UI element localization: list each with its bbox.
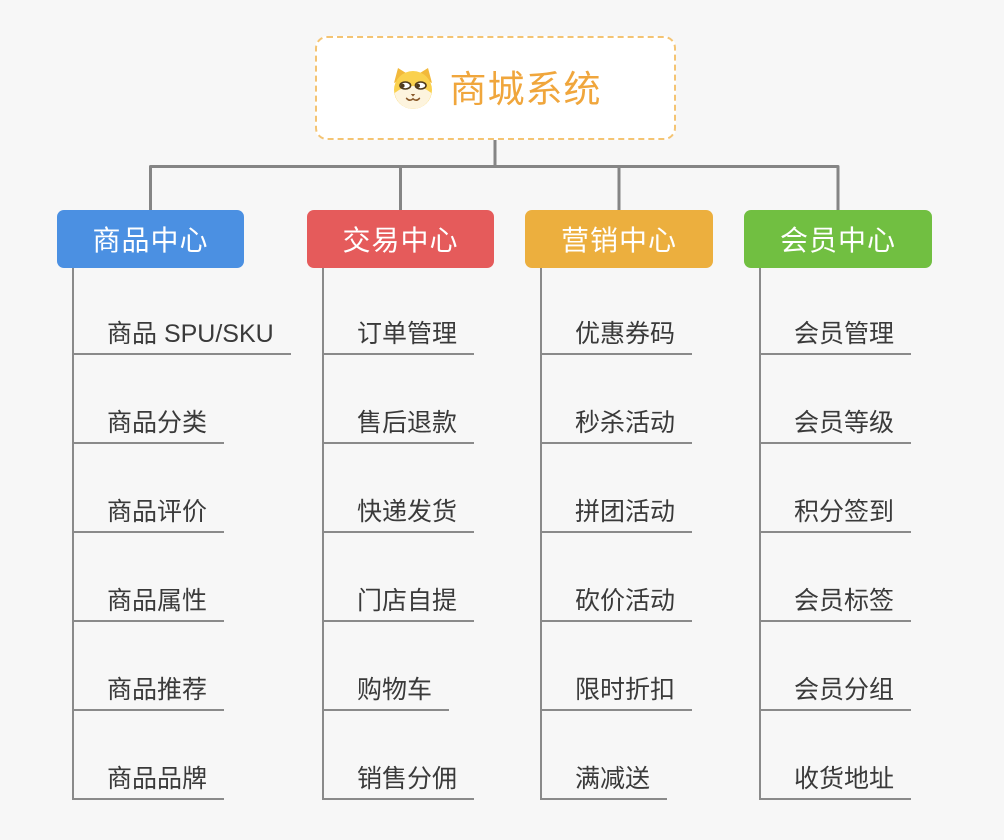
leaf-topic[interactable]: 订单管理 [322, 305, 475, 355]
branch-children-member-center: 会员管理 会员等级 积分签到 会员标签 会员分组 收货地址 [759, 268, 1004, 804]
leaf-topic[interactable]: 限时折扣 [540, 661, 693, 711]
child-connector-line [72, 268, 74, 800]
leaf-topic[interactable]: 商品评价 [72, 483, 225, 533]
leaf-topic[interactable]: 商品品牌 [72, 750, 225, 800]
branch-children-product-center: 商品 SPU/SKU 商品分类 商品评价 商品属性 商品推荐 商品品牌 [72, 268, 332, 804]
child-connector-line [540, 268, 542, 800]
branch-node-member-center[interactable]: 会员中心 [744, 210, 932, 268]
leaf-topic[interactable]: 商品推荐 [72, 661, 225, 711]
branch-node-product-center[interactable]: 商品中心 [57, 210, 244, 268]
branch-node-marketing-center[interactable]: 营销中心 [525, 210, 713, 268]
leaf-topic[interactable]: 优惠券码 [540, 305, 693, 355]
branch-label: 交易中心 [342, 225, 459, 256]
branch-children-trade-center: 订单管理 售后退款 快递发货 门店自提 购物车 销售分佣 [322, 268, 582, 804]
leaf-topic[interactable]: 售后退款 [322, 394, 475, 444]
child-connector-line [759, 268, 761, 800]
leaf-topic[interactable]: 收货地址 [759, 750, 912, 800]
child-connector-line [322, 268, 324, 800]
leaf-topic[interactable]: 会员管理 [759, 305, 912, 355]
leaf-topic[interactable]: 砍价活动 [540, 572, 693, 622]
leaf-topic[interactable]: 商品属性 [72, 572, 225, 622]
leaf-topic[interactable]: 秒杀活动 [540, 394, 693, 444]
branch-node-trade-center[interactable]: 交易中心 [307, 210, 494, 268]
branch-label: 营销中心 [560, 225, 677, 256]
leaf-topic[interactable]: 商品分类 [72, 394, 225, 444]
leaf-topic[interactable]: 快递发货 [322, 483, 475, 533]
doge-icon [393, 68, 432, 109]
leaf-topic[interactable]: 门店自提 [322, 572, 475, 622]
leaf-topic[interactable]: 积分签到 [759, 483, 912, 533]
branch-label: 商品中心 [92, 225, 209, 256]
branch-label: 会员中心 [779, 225, 896, 256]
branch-children-marketing-center: 优惠券码 秒杀活动 拼团活动 砍价活动 限时折扣 满减送 [540, 268, 800, 804]
leaf-topic[interactable]: 购物车 [322, 661, 450, 711]
root-node-mall-system[interactable]: 商城系统 [315, 36, 676, 140]
leaf-topic[interactable]: 商品 SPU/SKU [72, 305, 291, 355]
leaf-topic[interactable]: 销售分佣 [322, 750, 475, 800]
leaf-topic[interactable]: 会员分组 [759, 661, 912, 711]
leaf-topic[interactable]: 拼团活动 [540, 483, 693, 533]
branch-rail-line [149, 165, 840, 210]
root-title: 商城系统 [449, 68, 602, 110]
leaf-topic[interactable]: 会员标签 [759, 572, 912, 622]
leaf-topic[interactable]: 满减送 [540, 750, 668, 800]
leaf-topic[interactable]: 会员等级 [759, 394, 912, 444]
